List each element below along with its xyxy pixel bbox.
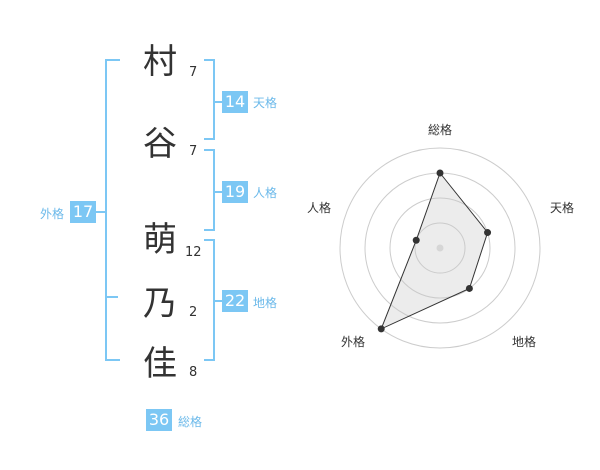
radar-point-5 bbox=[412, 236, 420, 244]
stroke-count-2: 7 bbox=[189, 144, 198, 159]
radar-axis-label-gaikaku: 外格 bbox=[341, 335, 366, 349]
tenkaku-bracket bbox=[204, 59, 215, 140]
chikaku-label: 地格 bbox=[253, 296, 278, 310]
name-char-3: 萌 bbox=[143, 220, 177, 260]
radar-point-4 bbox=[377, 325, 385, 333]
stroke-count-1: 7 bbox=[189, 65, 198, 80]
radar-axis-label-chikaku: 地格 bbox=[512, 335, 537, 349]
name-char-1: 村 bbox=[143, 42, 177, 82]
radar-center-dot bbox=[436, 244, 444, 252]
radar-point-1 bbox=[436, 169, 444, 177]
soukaku-label: 総格 bbox=[178, 415, 203, 429]
radar-point-2 bbox=[484, 229, 492, 237]
radar-ring-4 bbox=[339, 147, 541, 349]
stroke-count-5: 8 bbox=[189, 365, 198, 380]
radar-value-polygon bbox=[380, 171, 489, 330]
radar-point-3 bbox=[465, 284, 473, 292]
radar-axis-label-jinkaku: 人格 bbox=[307, 201, 332, 215]
jinkaku-bracket bbox=[204, 149, 215, 231]
jinkaku-value-badge: 19 bbox=[222, 181, 248, 203]
gaikaku-bracket bbox=[105, 59, 120, 361]
gaikaku-label: 外格 bbox=[40, 207, 65, 221]
name-char-5: 佳 bbox=[143, 344, 177, 384]
radar-ring-1 bbox=[414, 222, 466, 274]
stroke-count-3: 12 bbox=[185, 245, 202, 260]
name-char-2: 谷 bbox=[143, 124, 177, 164]
name-char-4: 乃 bbox=[143, 284, 177, 324]
radar-axis-label-soukaku: 総格 bbox=[428, 123, 453, 137]
radar-axis-label-tenkaku: 天格 bbox=[550, 201, 575, 215]
tenkaku-label: 天格 bbox=[253, 96, 278, 110]
soukaku-value-badge: 36 bbox=[146, 409, 172, 431]
radar-ring-2 bbox=[389, 197, 491, 299]
tenkaku-value-badge: 14 bbox=[222, 91, 248, 113]
gaikaku-value-badge: 17 bbox=[70, 201, 96, 223]
jinkaku-label: 人格 bbox=[253, 186, 278, 200]
chikaku-value-badge: 22 bbox=[222, 290, 248, 312]
stroke-count-4: 2 bbox=[189, 305, 198, 320]
